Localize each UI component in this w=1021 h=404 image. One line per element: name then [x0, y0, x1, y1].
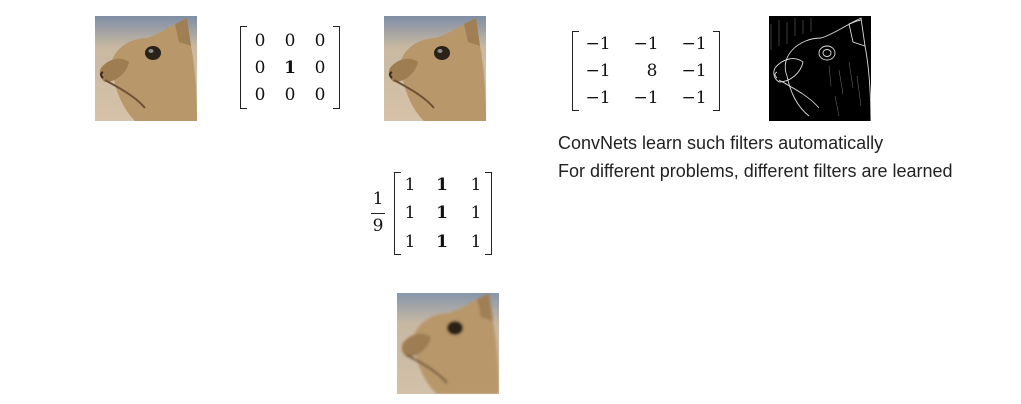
matrix-cell: −1 — [633, 88, 659, 108]
matrix-cell: −1 — [681, 34, 707, 54]
matrix-cell: 0 — [284, 31, 296, 51]
matrix-cell: 1 — [470, 203, 482, 223]
original-squirrel-image — [95, 16, 197, 121]
matrix-cell: 1 — [404, 175, 416, 195]
matrix-row: −1 −1 −1 — [572, 85, 720, 111]
matrix-row: 0 0 0 — [240, 82, 340, 108]
caption-line-1: ConvNets learn such filters automaticall… — [558, 133, 884, 153]
matrix-cell: 8 — [646, 61, 658, 81]
matrix-cell: 1 — [436, 203, 448, 223]
squirrel-photo — [95, 16, 197, 121]
right-bracket — [333, 26, 340, 109]
caption-line-2: For different problems, different filter… — [558, 161, 953, 181]
edge-map-photo — [769, 16, 871, 121]
matrix-cell: 0 — [254, 58, 266, 78]
edge-result-image — [769, 16, 871, 121]
matrix-cell-center: 1 — [284, 58, 296, 78]
fraction-numerator: 1 — [372, 189, 384, 209]
matrix-cell: −1 — [585, 34, 611, 54]
matrix-row: 1 1 1 — [394, 200, 492, 226]
matrix-cell: 1 — [470, 232, 482, 252]
matrix-cell: −1 — [633, 34, 659, 54]
fraction-denominator: 9 — [372, 216, 384, 236]
matrix-row: 1 1 1 — [394, 172, 492, 198]
matrix-cell: 0 — [314, 58, 326, 78]
left-bracket — [572, 31, 579, 111]
matrix-cell: 1 — [404, 203, 416, 223]
matrix-cell: −1 — [585, 88, 611, 108]
blur-kernel-fraction: 1 9 — [371, 189, 385, 237]
right-bracket — [485, 172, 492, 255]
matrix-cell: 0 — [254, 85, 266, 105]
fraction-bar — [371, 213, 385, 215]
squirrel-photo — [384, 16, 486, 121]
matrix-cell: 0 — [314, 31, 326, 51]
matrix-cell: 1 — [470, 175, 482, 195]
blur-kernel-matrix: 1 1 1 1 1 1 1 1 1 — [394, 172, 492, 255]
matrix-row: −1 8 −1 — [572, 58, 720, 84]
matrix-row: 0 1 0 — [240, 55, 340, 81]
matrix-cell: 0 — [284, 85, 296, 105]
identity-kernel-matrix: 0 0 0 0 1 0 0 0 0 — [240, 26, 340, 109]
matrix-cell: 1 — [436, 175, 448, 195]
matrix-cell: 0 — [254, 31, 266, 51]
matrix-cell: 1 — [436, 232, 448, 252]
identity-result-image — [384, 16, 486, 121]
squirrel-photo-blurred — [397, 293, 499, 394]
matrix-cell: 0 — [314, 85, 326, 105]
matrix-row: −1 −1 −1 — [572, 31, 720, 57]
left-bracket — [240, 26, 247, 109]
matrix-cell: −1 — [681, 61, 707, 81]
right-bracket — [713, 31, 720, 111]
left-bracket — [394, 172, 401, 255]
matrix-cell: 1 — [404, 232, 416, 252]
blurred-result-image — [397, 293, 499, 398]
matrix-row: 0 0 0 — [240, 28, 340, 54]
edge-detection-kernel-matrix: −1 −1 −1 −1 8 −1 −1 −1 −1 — [572, 31, 720, 111]
matrix-row: 1 1 1 — [394, 229, 492, 255]
matrix-cell: −1 — [585, 61, 611, 81]
matrix-cell: −1 — [681, 88, 707, 108]
